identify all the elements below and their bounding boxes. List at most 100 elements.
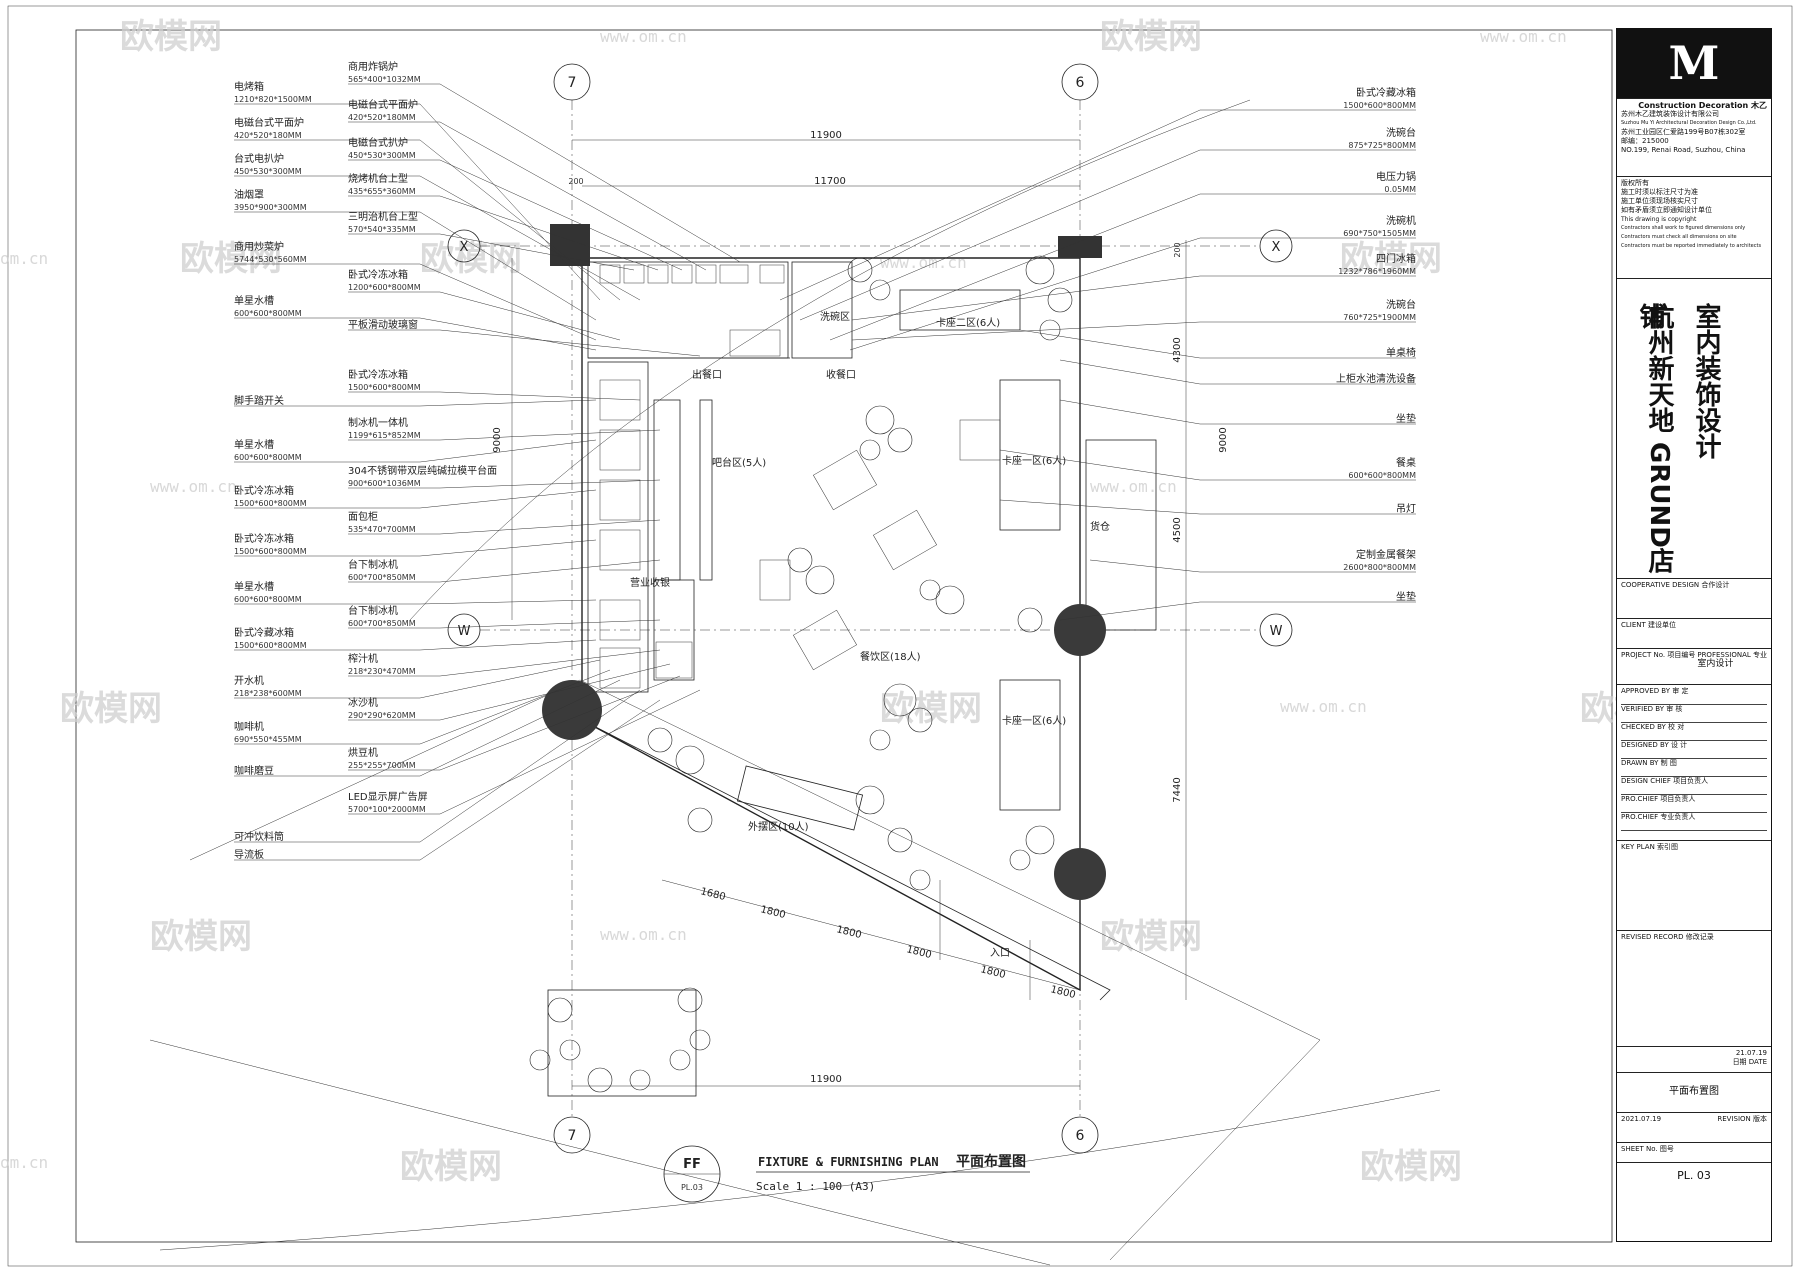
svg-text:台下制冰机: 台下制冰机 [348,558,398,571]
logo-mark: M [1668,36,1720,90]
watermark-brand: 欧模网 [1360,1147,1462,1187]
svg-text:X: X [460,240,469,255]
svg-text:900*600*1036MM: 900*600*1036MM [348,479,421,488]
svg-text:定制金属餐架: 定制金属餐架 [1356,548,1416,561]
left-label: 电烤箱 1210*820*1500MM [234,80,601,301]
address-en: NO.199, Renai Road, Suzhou, China [1621,146,1746,154]
address-cn: 苏州工业园区仁爱路199号B07栋302室 [1621,128,1746,136]
svg-text:600*600*800MM: 600*600*800MM [234,453,302,462]
svg-text:咖啡磨豆: 咖啡磨豆 [234,765,274,777]
left-label: 导流板 [234,699,661,861]
revision-row: 2021.07.19 REVISION 版本 [1617,1113,1771,1143]
watermark-url: om.cn [0,1153,48,1172]
pass-counter [699,399,713,581]
sheet-info: 21.07.19 日期 DATE 平面布置图 2021.07.19 REVISI… [1617,1047,1771,1197]
svg-text:1210*820*1500MM: 1210*820*1500MM [234,95,312,104]
svg-text:1500*600*800MM: 1500*600*800MM [348,383,421,392]
room-receive: 收餐口 [826,368,856,381]
plan-title: FF PL.03 FIXTURE & FURNISHING PLAN 平面布置图… [663,1145,1030,1203]
room-booth-c: 卡座一区(6人) [1002,714,1066,727]
watermark-brand: 欧模网 [60,689,162,729]
svg-text:600*700*850MM: 600*700*850MM [348,619,416,628]
dim-bottom: 11900 [810,1074,842,1085]
copy-line: 施工时须以标注尺寸为准 [1621,188,1698,196]
svg-text:1500*600*800MM: 1500*600*800MM [234,641,307,650]
svg-text:电磁台式平面炉: 电磁台式平面炉 [234,116,304,129]
svg-text:冰沙机: 冰沙机 [348,696,378,709]
watermark-url: www.om.cn [1090,477,1177,496]
issue-date: 2021.07.19 [1621,1115,1662,1123]
inner-label: 平板滑动玻璃窗 [348,318,701,357]
copy-line: 版权所有 [1621,179,1649,187]
svg-text:电烤箱: 电烤箱 [234,80,264,93]
svg-text:单星水槽: 单星水槽 [234,438,274,451]
svg-text:LED显示屏广告屏: LED显示屏广告屏 [348,790,428,803]
copy-line: 施工单位须现场核实尺寸 [1621,197,1698,205]
professional-value: 室内设计 [1697,659,1734,669]
svg-text:600*600*800MM: 600*600*800MM [234,595,302,604]
revised-record: REVISED RECORD 修改记录 [1617,931,1771,1047]
pro-chief-1: PRO.CHIEF 项目负责人 [1621,795,1767,813]
company-info: Construction Decoration 木乙 苏州木乙建筑装饰设计有限公… [1617,99,1771,177]
room-entrance: 入口 [990,948,1010,959]
svg-text:餐桌: 餐桌 [1396,456,1416,469]
dim-right-mid: 4300 [1172,337,1183,362]
professional-block: PROFESSIONAL 专业 室内设计 [1697,651,1767,682]
brand-en: Construction Decoration [1638,101,1749,110]
svg-text:卧式冷冻冰箱: 卧式冷冻冰箱 [348,268,408,281]
axis-bubble-x-left: X [447,229,481,263]
left-label: 电磁台式平面炉 420*520*180MM [234,116,621,301]
site-arc [159,1089,1441,1251]
svg-text:导流板: 导流板 [234,848,264,861]
company-cn: 苏州木乙建筑装饰设计有限公司 [1621,110,1719,118]
round-column-right [1054,604,1106,656]
svg-text:1500*600*800MM: 1500*600*800MM [234,547,307,556]
copy-line: Contractors must check all dimensions on… [1621,234,1737,240]
svg-text:上柜水池清洗设备: 上柜水池清洗设备 [1336,372,1416,385]
svg-text:电磁台式扒炉: 电磁台式扒炉 [348,136,408,149]
svg-text:304不锈钢带双层纯碱拉模平台面: 304不锈钢带双层纯碱拉模平台面 [348,464,497,477]
date-value: 21.07.19 [1735,1049,1767,1057]
svg-text:600*600*800MM: 600*600*800MM [1348,471,1416,480]
room-outdoor: 外摆区(10人) [748,820,809,833]
copy-line: Contractors shall work to figured dimens… [1621,225,1746,231]
svg-text:565*400*1032MM: 565*400*1032MM [348,75,421,84]
svg-text:X: X [1272,240,1281,255]
inner-label: 304不锈钢带双层纯碱拉模平台面 900*600*1036MM [348,464,661,489]
approval-list: APPROVED BY 审 定 VERIFIED BY 审 核 CHECKED … [1617,685,1771,841]
svg-text:开水机: 开水机 [234,674,264,687]
sheet-no-value: PL. 03 [1677,1169,1711,1182]
svg-text:卧式冷冻冰箱: 卧式冷冻冰箱 [348,368,408,381]
drawing-frame [75,29,1613,1243]
date-label: 日期 DATE [1732,1058,1767,1066]
room-labels: 出餐口 收餐口 吧台区(5人) 卡座一区(6人) 卡座二区(6人) 卡座一区(6… [630,310,1110,959]
booth-c-table [999,679,1061,811]
svg-text:420*520*180MM: 420*520*180MM [348,113,416,122]
client-label: CLIENT 建设单位 [1621,621,1677,629]
watermark-brand: 欧模网 [400,1147,502,1187]
plan-title-en: FIXTURE & FURNISHING PLAN [758,1155,939,1169]
dim-top-outer: 11900 [810,130,842,141]
dim-top-small: 200 [568,177,583,186]
svg-text:6: 6 [1076,1128,1085,1144]
svg-text:脚手踏开关: 脚手踏开关 [234,394,284,407]
right-label: 坐垫 [1059,590,1416,621]
dim-right-9000: 9000 [1218,427,1229,452]
dim-diag-4: 1800 [905,944,932,961]
axis-bubble-6-bottom: 6 [1061,1116,1099,1154]
watermark-brand: 欧模网 [180,239,282,279]
company-en: Suzhou Mu Yi Architectural Decoration De… [1621,120,1757,126]
brand-logo: M [1617,29,1771,99]
